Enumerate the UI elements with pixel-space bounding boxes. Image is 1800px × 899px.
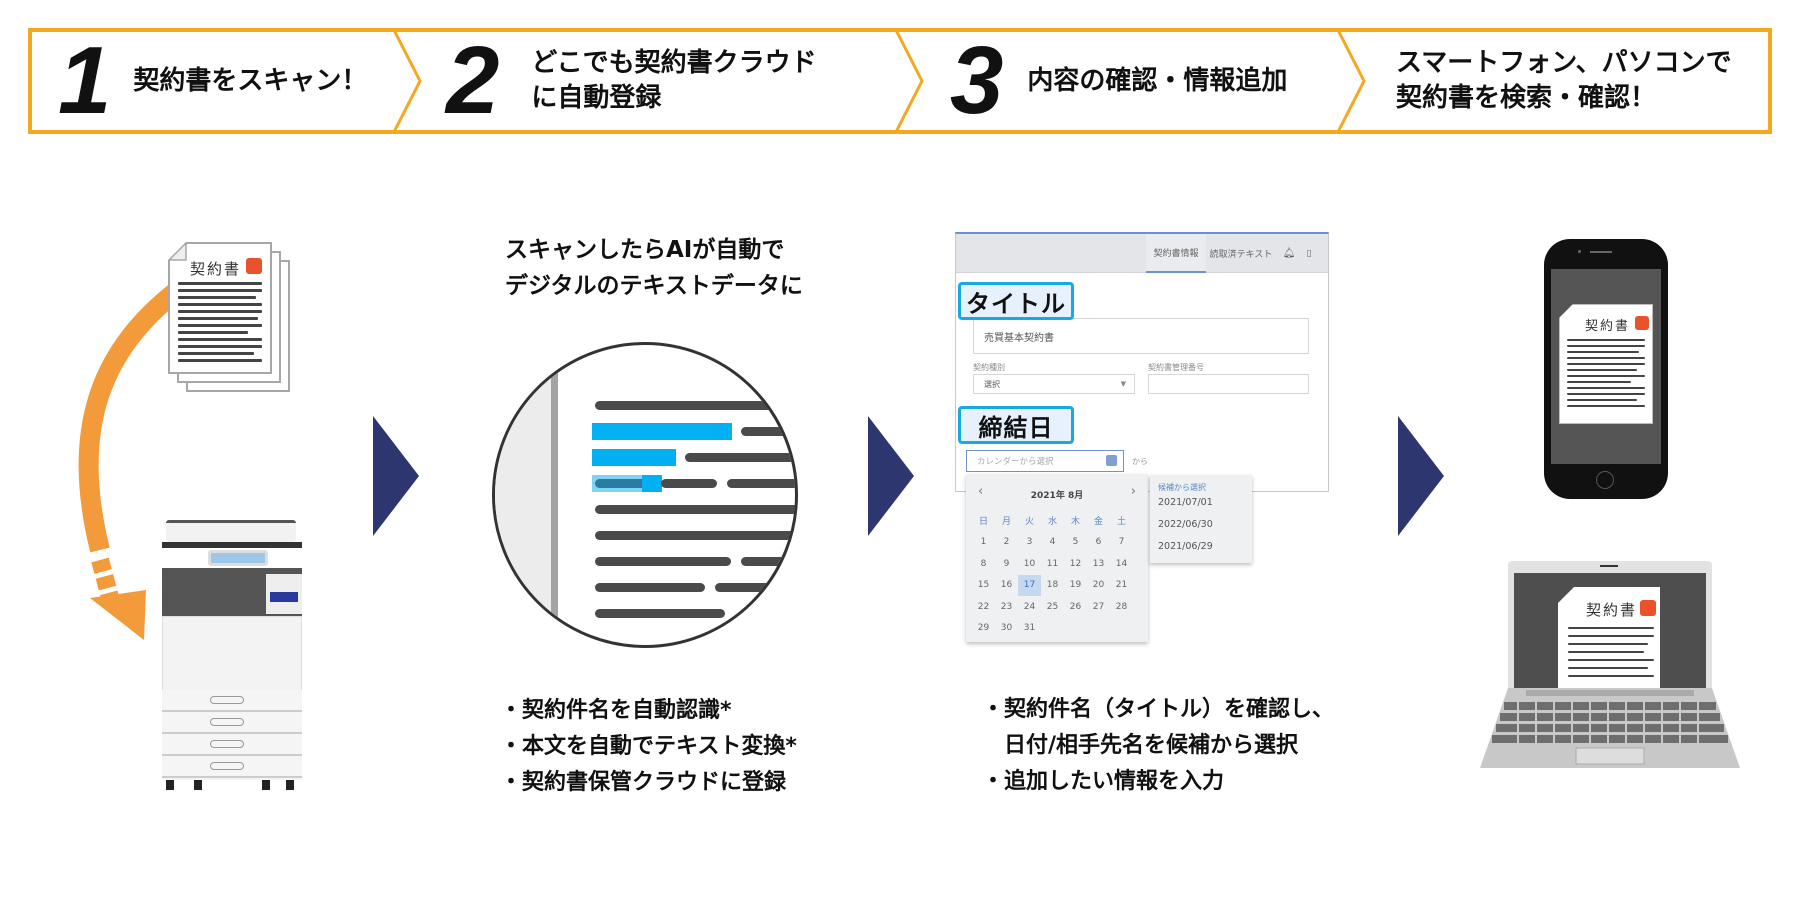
contract-type-select[interactable]: 選択 ▼ — [973, 374, 1135, 394]
ocr-feature-list: ・契約件名を自動認識* ・本文を自動でテキスト変換* ・契約書保管クラウドに登録 — [500, 693, 797, 801]
weekday-label: 土 — [1116, 517, 1126, 528]
app-topbar: 契約書情報 読取済テキスト 🔔︎ ▯ — [956, 234, 1328, 273]
date-callout: 締結日 — [958, 406, 1074, 444]
step-number: 2 — [446, 27, 499, 134]
calendar-day[interactable]: 19 — [1069, 580, 1082, 591]
step-frame — [28, 28, 1772, 134]
candidate-option[interactable]: 2021/06/29 — [1158, 541, 1213, 552]
management-no-input[interactable] — [1148, 374, 1309, 394]
step-4: スマートフォン、パソコンで 契約書を検索・確認！ — [1396, 28, 1732, 134]
candidate-option[interactable]: 2021/07/01 — [1158, 497, 1213, 508]
calendar-day[interactable]: 15 — [977, 580, 990, 591]
date-picker-input[interactable]: カレンダーから選択 — [966, 450, 1124, 472]
weekday-label: 金 — [1093, 517, 1103, 528]
calendar-day[interactable]: 30 — [1000, 623, 1013, 634]
calendar-day[interactable]: 10 — [1023, 558, 1036, 569]
calendar-day[interactable]: 21 — [1115, 580, 1128, 591]
calendar-day[interactable]: 9 — [1003, 558, 1010, 569]
bookmark-icon[interactable]: ▯ — [1306, 248, 1312, 259]
calendar-icon[interactable] — [1106, 455, 1117, 466]
date-from-label: から — [1132, 457, 1148, 466]
calendar-day[interactable]: 13 — [1092, 558, 1105, 569]
tab-contract-info[interactable]: 契約書情報 — [1146, 234, 1206, 273]
laptop-keyboard-icon — [1480, 688, 1740, 768]
multifunction-printer-icon — [158, 520, 310, 792]
candidate-dropdown: 候補から選択 2021/07/01 2022/06/30 2021/06/29 — [1150, 475, 1252, 563]
step-3: 3 内容の確認・情報追加 — [950, 28, 1287, 134]
list-item: ・契約件名を自動認識* — [500, 698, 732, 723]
step-label: どこでも契約書クラウド に自動登録 — [531, 48, 817, 113]
calendar-day[interactable]: 11 — [1046, 558, 1059, 569]
weekday-label: 月 — [1001, 517, 1011, 528]
calendar-day[interactable]: 14 — [1115, 558, 1128, 569]
doc-title: 契約書 — [1585, 319, 1631, 334]
list-item: ・契約書保管クラウドに登録 — [500, 770, 787, 795]
next-step-arrow-icon — [1398, 416, 1444, 536]
calendar-month-label: 2021年 8月 — [1030, 491, 1084, 501]
calendar-day[interactable]: 27 — [1092, 601, 1105, 612]
calendar-day[interactable]: 23 — [1000, 601, 1013, 612]
list-item: ・契約件名（タイトル）を確認し、 日付/相手先名を候補から選択 — [982, 697, 1335, 758]
calendar-day[interactable]: 8 — [980, 558, 987, 569]
weekday-label: 水 — [1047, 517, 1057, 528]
calendar-day[interactable]: 22 — [977, 601, 990, 612]
doc-title: 契約書 — [1586, 601, 1638, 619]
bell-icon[interactable]: 🔔︎ — [1282, 248, 1296, 259]
title-input[interactable]: 売買基本契約書 — [973, 318, 1309, 354]
calendar-day[interactable]: 31 — [1023, 623, 1036, 634]
candidate-option[interactable]: 2022/06/30 — [1158, 519, 1213, 530]
calendar-day[interactable]: 29 — [977, 623, 990, 634]
list-item: ・本文を自動でテキスト変換* — [500, 734, 797, 759]
next-step-arrow-icon — [373, 416, 419, 536]
calendar-day[interactable]: 1 — [980, 537, 987, 548]
step-label: 契約書をスキャン！ — [133, 65, 368, 96]
title-callout: タイトル — [958, 282, 1074, 320]
step-number: 3 — [950, 27, 1003, 134]
step-label: スマートフォン、パソコンで 契約書を検索・確認！ — [1396, 48, 1732, 113]
calendar-day[interactable]: 18 — [1046, 580, 1059, 591]
chevron-right-icon[interactable]: › — [1130, 484, 1136, 499]
calendar-day[interactable]: 25 — [1046, 601, 1059, 612]
step-number: 1 — [58, 27, 111, 134]
calendar-day[interactable]: 4 — [1049, 537, 1056, 548]
laptop-icon: 契約書 — [1508, 561, 1712, 695]
calendar-day[interactable]: 7 — [1118, 537, 1125, 548]
magnifier-lens-icon — [492, 342, 798, 648]
chevron-down-icon: ▼ — [1120, 380, 1126, 388]
calendar-day[interactable]: 3 — [1026, 537, 1033, 548]
candidate-title: 候補から選択 — [1158, 483, 1206, 492]
contract-app-window: 契約書情報 読取済テキスト 🔔︎ ▯ 売買基本契約書 契約種別 選択 ▼ 契約書… — [955, 232, 1329, 492]
calendar-day[interactable]: 2 — [1003, 537, 1010, 548]
next-step-arrow-icon — [868, 416, 914, 536]
calendar-day[interactable]: 12 — [1069, 558, 1082, 569]
calendar-day[interactable]: 5 — [1072, 537, 1079, 548]
document-stack-icon: 契約書 — [168, 242, 292, 394]
step-label: 内容の確認・情報追加 — [1027, 65, 1288, 96]
doc-title: 契約書 — [190, 260, 242, 278]
weekday-label: 日 — [978, 517, 988, 528]
calendar-day[interactable]: 28 — [1115, 601, 1128, 612]
calendar-day[interactable]: 6 — [1095, 537, 1102, 548]
smartphone-icon: 契約書 — [1544, 239, 1668, 499]
calendar-day[interactable]: 17 — [1018, 574, 1041, 596]
management-no-label: 契約書管理番号 — [1148, 363, 1204, 372]
calendar-day[interactable]: 24 — [1023, 601, 1036, 612]
step-1: 1 契約書をスキャン！ — [58, 28, 367, 134]
step-2: 2 どこでも契約書クラウド に自動登録 — [446, 28, 817, 134]
calendar-day[interactable]: 20 — [1092, 580, 1105, 591]
chevron-left-icon[interactable]: ‹ — [978, 484, 984, 499]
list-item: ・追加したい情報を入力 — [982, 769, 1225, 794]
weekday-label: 木 — [1070, 517, 1080, 528]
tab-read-text[interactable]: 読取済テキスト — [1209, 250, 1273, 260]
calendar-day[interactable]: 26 — [1069, 601, 1082, 612]
ocr-heading: スキャンしたらAIが自動で デジタルのテキストデータに — [505, 237, 803, 299]
contract-type-label: 契約種別 — [973, 363, 1005, 372]
confirm-feature-list: ・契約件名（タイトル）を確認し、 日付/相手先名を候補から選択 ・追加したい情報… — [982, 692, 1334, 800]
weekday-label: 火 — [1024, 517, 1034, 528]
calendar-day[interactable]: 16 — [1000, 580, 1013, 591]
step-header: 1 契約書をスキャン！ 2 どこでも契約書クラウド に自動登録 3 内容の確認・… — [28, 28, 1772, 134]
curved-arrow-icon — [78, 282, 185, 640]
